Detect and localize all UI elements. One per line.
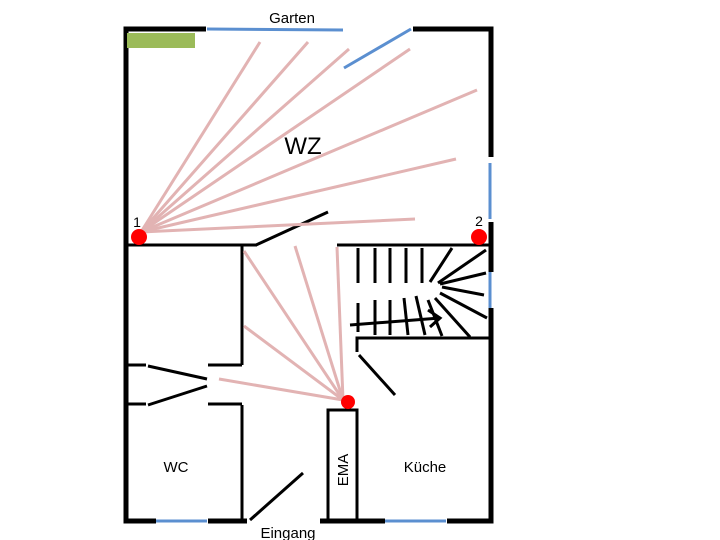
- living-room-label: WZ: [284, 133, 321, 160]
- wc-label: WC: [164, 459, 189, 476]
- sensor-1-coverage: [139, 41, 478, 234]
- ema-sensor-coverage: [218, 245, 345, 402]
- sensor-1-label: 1: [133, 214, 141, 230]
- staircase: [349, 247, 488, 339]
- kitchen-label: Küche: [404, 459, 447, 476]
- sensor-2-dot: [471, 229, 487, 245]
- garden-marker: [127, 33, 195, 48]
- interior-walls: [126, 210, 491, 522]
- sensor-1-dot: [131, 229, 147, 245]
- sensor-2-label: 2: [475, 213, 483, 229]
- ema-label: EMA: [335, 454, 352, 487]
- garden-label: Garten: [269, 10, 315, 27]
- entrance-label: Eingang: [260, 525, 315, 540]
- outer-walls: [123, 26, 494, 524]
- ema-sensor-dot: [341, 395, 355, 409]
- windows: [156, 27, 492, 523]
